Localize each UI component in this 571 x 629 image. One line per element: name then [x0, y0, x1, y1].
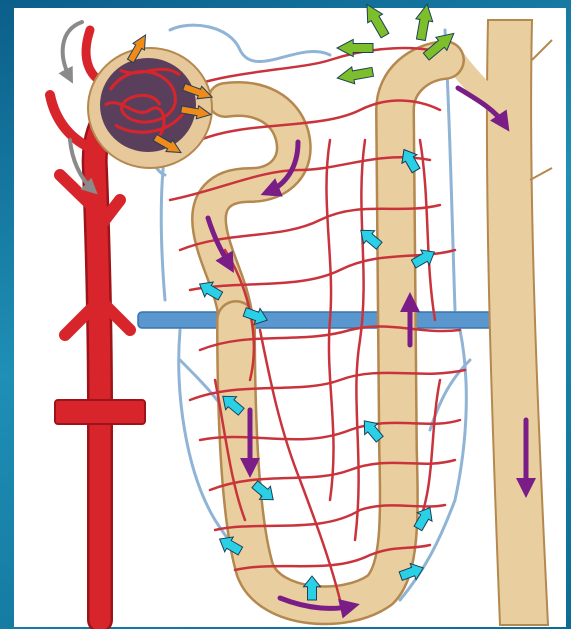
vein-trunk: [138, 312, 500, 328]
